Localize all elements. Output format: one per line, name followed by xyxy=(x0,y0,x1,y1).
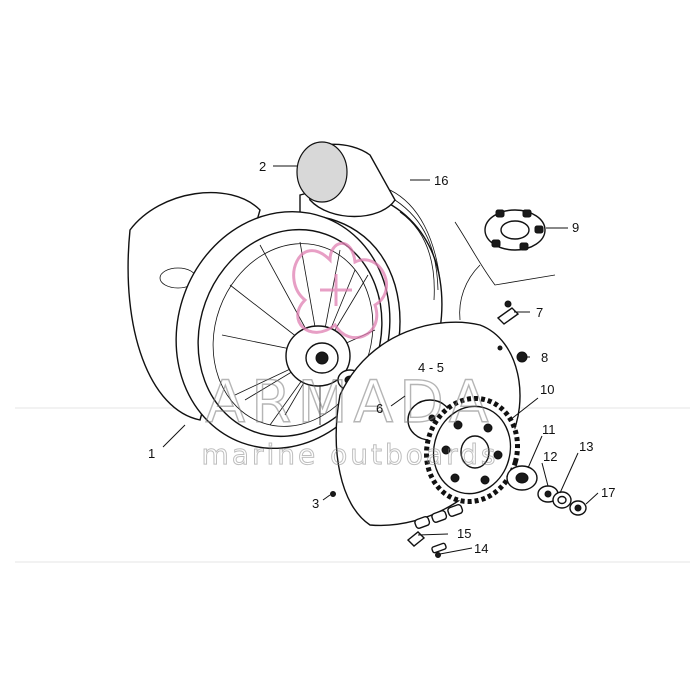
cush-drive-damper xyxy=(484,209,546,251)
callout-3: 3 xyxy=(312,496,319,511)
callout-9: 9 xyxy=(572,220,579,235)
callout-6: 6 xyxy=(376,401,383,416)
rear-sprocket xyxy=(423,395,521,505)
leader-lines xyxy=(162,165,599,555)
callout-4-5: 4 - 5 xyxy=(418,360,444,375)
callout-7: 7 xyxy=(536,305,543,320)
callout-12: 12 xyxy=(543,449,557,464)
axle-nut xyxy=(569,500,587,516)
callout-2: 2 xyxy=(259,159,266,174)
chain-clip xyxy=(406,531,447,558)
callout-1: 1 xyxy=(148,446,155,461)
watermark: ARMADA marine outboards xyxy=(201,241,499,472)
callout-15: 15 xyxy=(457,526,471,541)
watermark-title: ARMADA xyxy=(205,368,494,436)
bolt xyxy=(496,300,520,325)
valve xyxy=(330,491,336,497)
callout-16: 16 xyxy=(434,173,448,188)
callout-17: 17 xyxy=(601,485,615,500)
callout-11: 11 xyxy=(542,422,556,437)
sprocket-spacer xyxy=(506,465,538,491)
callout-14: 14 xyxy=(474,541,488,556)
callout-13: 13 xyxy=(579,439,593,454)
washer xyxy=(552,491,572,509)
watermark-subtitle: marine outboards xyxy=(202,438,499,471)
callout-8: 8 xyxy=(541,350,548,365)
nut xyxy=(516,351,528,363)
frame-stay xyxy=(454,221,556,321)
chain-master-link xyxy=(414,503,464,529)
watermark-logo-mark xyxy=(292,241,388,339)
callout-10: 10 xyxy=(540,382,554,397)
inner-tube xyxy=(296,141,396,218)
callout-labels: 1 2 3 4 - 5 6 7 8 9 10 11 12 13 14 15 16… xyxy=(148,159,615,556)
